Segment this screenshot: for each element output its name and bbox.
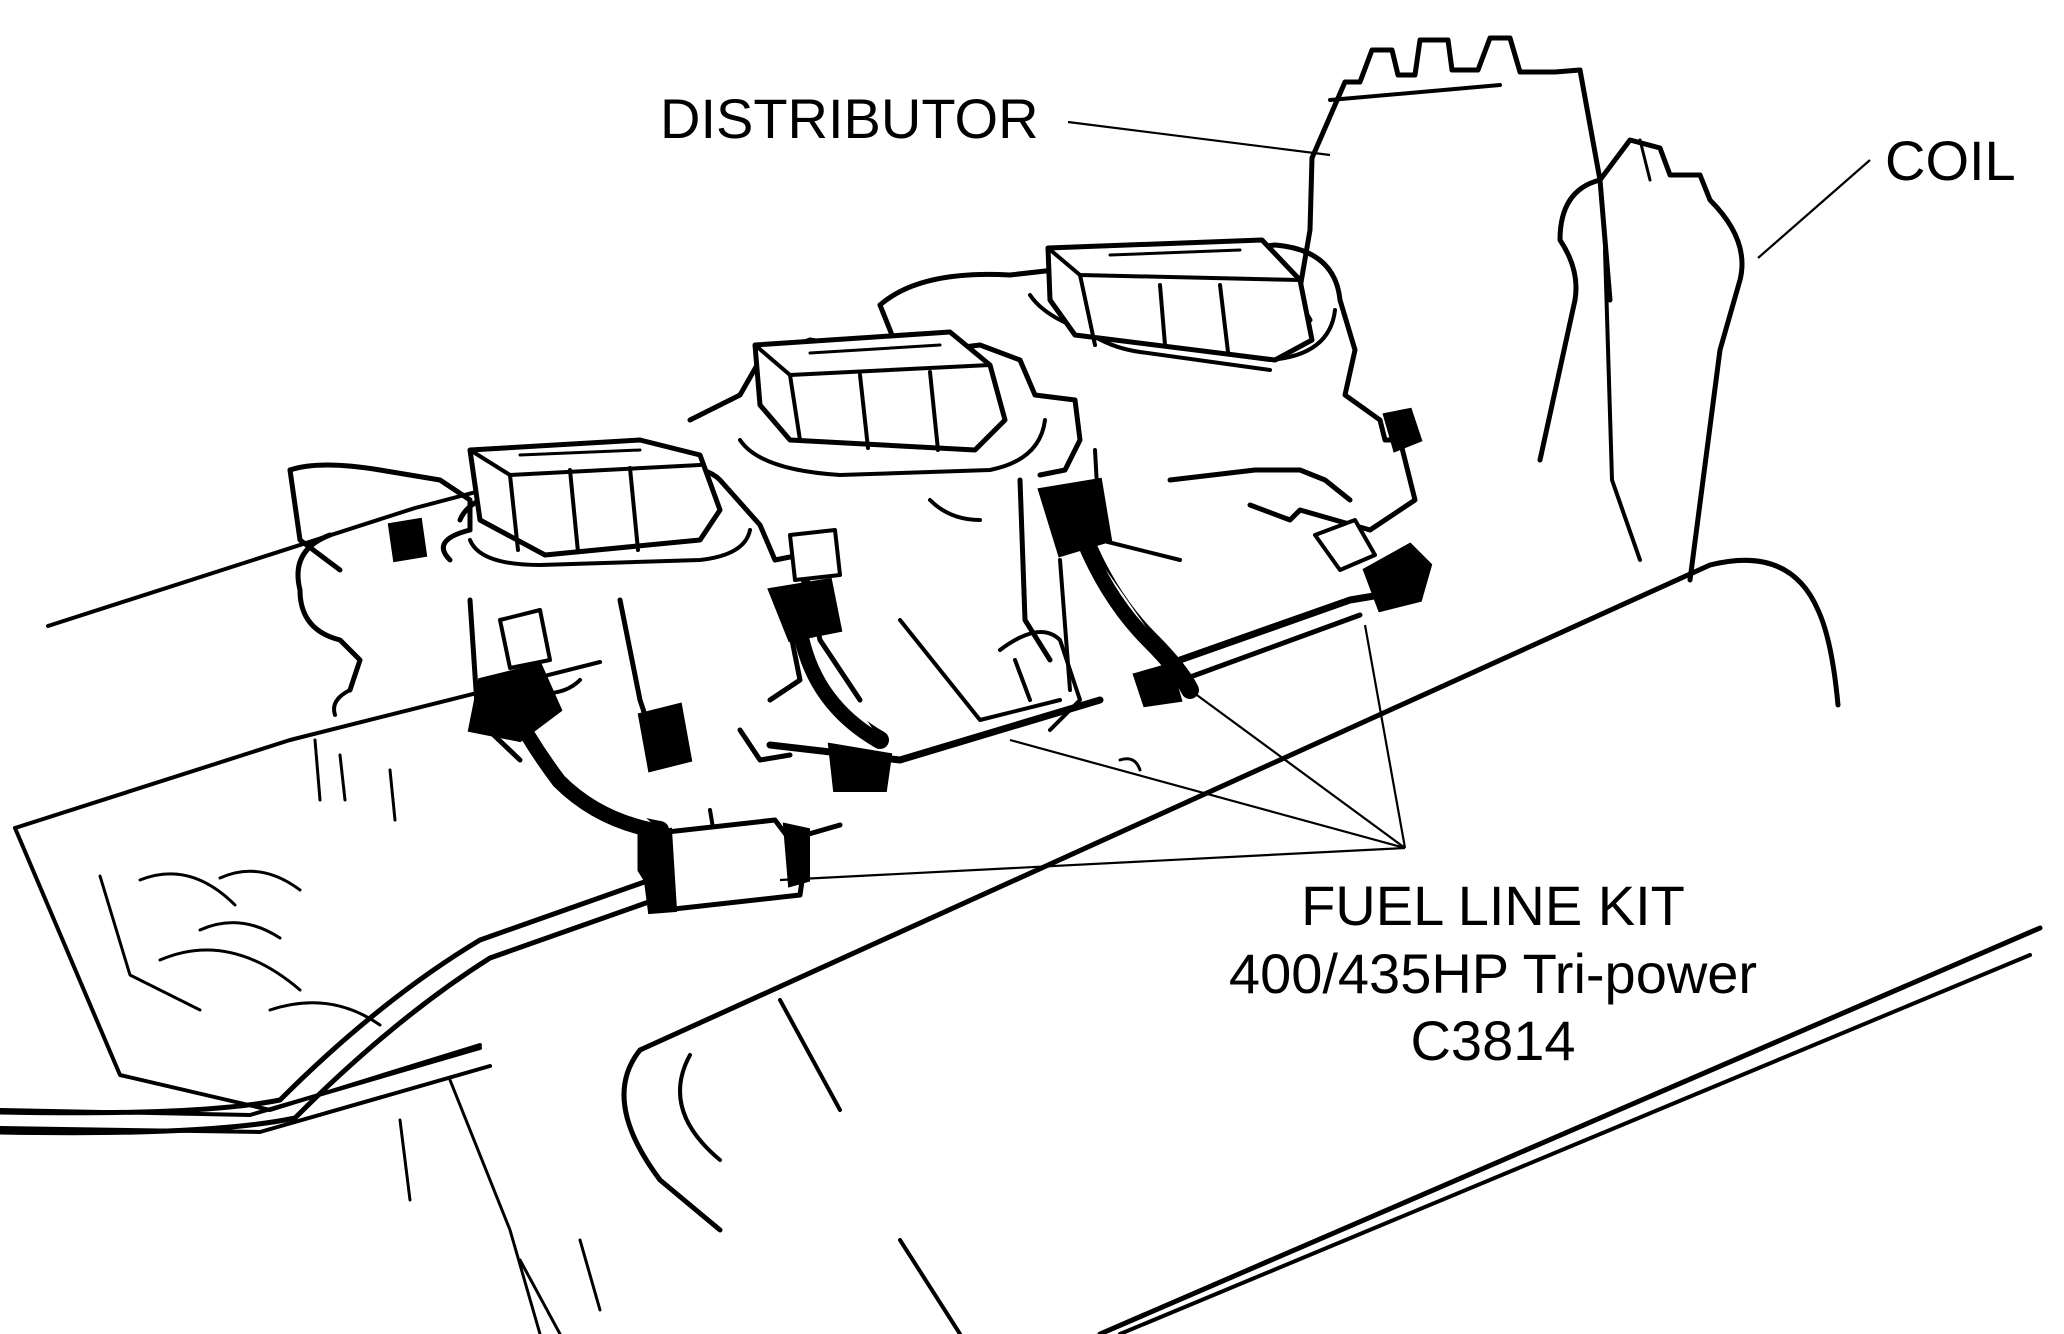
coil xyxy=(1537,137,1745,583)
coil-label: COIL xyxy=(1885,129,2016,192)
carburetor-center xyxy=(687,329,1083,722)
distributor-label: DISTRIBUTOR xyxy=(660,87,1039,150)
distributor-leader-line xyxy=(1067,120,1331,157)
fuel-line-kit-leader-lines xyxy=(779,624,1407,882)
fuel-line-kit-label: FUEL LINE KIT xyxy=(1301,874,1685,937)
fuel-line-kit xyxy=(0,407,1433,1136)
engine-spec-label: 400/435HP Tri-power xyxy=(1229,942,1757,1005)
carburetor-front xyxy=(287,437,808,872)
carburetor-rear xyxy=(877,237,1418,562)
distributor xyxy=(1295,35,1613,323)
valve-cover xyxy=(621,557,2043,1334)
part-number-label: C3814 xyxy=(1410,1009,1575,1072)
labels: DISTRIBUTOR COIL FUEL LINE KIT 400/435HP… xyxy=(660,87,2016,1072)
coil-leader-line xyxy=(1757,159,1871,259)
engine-body xyxy=(0,468,602,1334)
